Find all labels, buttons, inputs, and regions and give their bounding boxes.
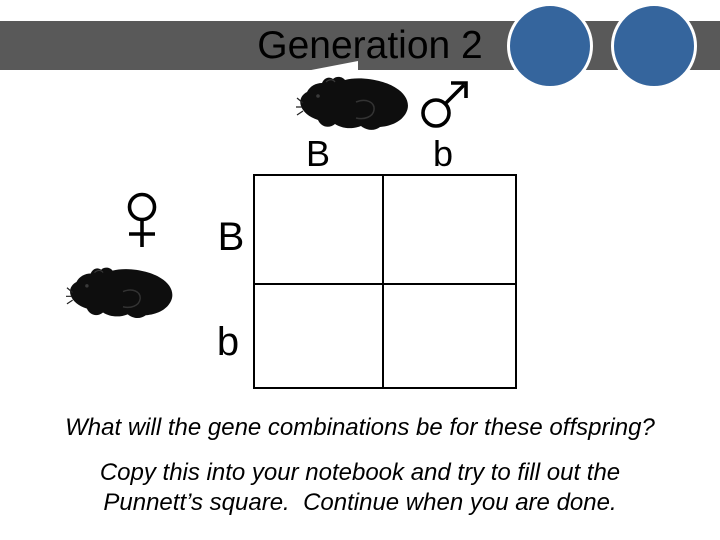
male-allele-B: B: [305, 133, 331, 174]
female-allele-b: b: [216, 320, 240, 364]
decor-circle-icon: [507, 3, 593, 89]
punnett-vertical-divider: [382, 176, 384, 387]
male-allele-b: b: [432, 133, 454, 174]
punnett-cell-BB: [255, 176, 382, 283]
punnett-cell-Bb: [384, 176, 515, 283]
slide-title: Generation 2: [257, 24, 483, 67]
punnett-cell-bb: [384, 285, 515, 392]
female-guinea-pig-image: [66, 267, 173, 319]
punnett-horizontal-divider: [255, 283, 515, 285]
punnett-cell-bB: [255, 285, 382, 392]
title-banner: [0, 21, 720, 70]
decor-circle-icon: [611, 3, 697, 89]
female-symbol-icon: [127, 192, 157, 247]
male-symbol-icon: [421, 81, 468, 128]
male-guinea-pig-image: [296, 76, 408, 130]
instructions-line-1: Copy this into your notebook and try to …: [99, 459, 621, 486]
image-background-wedge: [306, 61, 358, 71]
female-allele-B: B: [217, 215, 245, 259]
instructions-line-2: Punnett’s square. Continue when you are …: [103, 489, 617, 516]
punnett-square: [253, 174, 517, 389]
question-text: What will the gene combinations be for t…: [65, 414, 655, 441]
